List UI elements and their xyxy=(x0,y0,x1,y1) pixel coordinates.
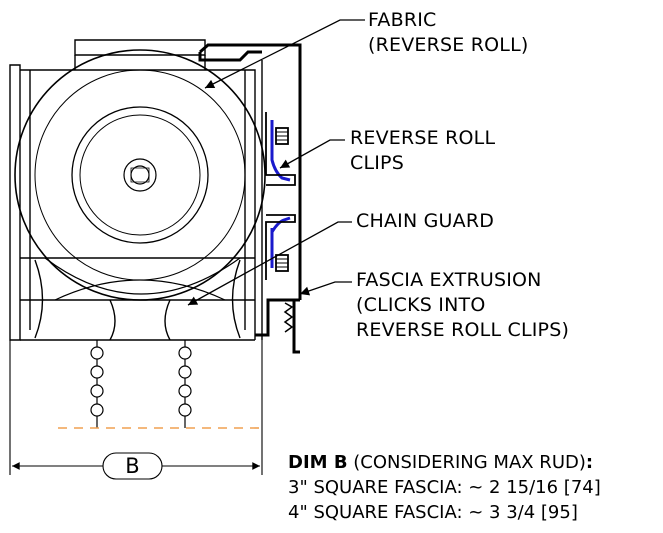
clips-callout-line-2: CLIPS xyxy=(350,152,404,174)
fascia-callout-line-1: FASCIA EXTRUSION xyxy=(356,269,542,291)
dim-b-heading-rest: (CONSIDERING MAX RUD) xyxy=(347,452,586,473)
dim-b-3in-fascia: 3" SQUARE FASCIA: ~ 2 15/16 [74] xyxy=(288,477,601,498)
fascia-extrusion xyxy=(255,298,300,354)
dim-b-heading-colon: : xyxy=(585,452,594,473)
clips-callout: REVERSE ROLL CLIPS xyxy=(350,126,495,176)
bead-chain-right xyxy=(178,340,192,428)
fascia-callout-line-3: REVERSE ROLL CLIPS) xyxy=(356,319,570,341)
dim-b-notes: DIM B (CONSIDERING MAX RUD): 3" SQUARE F… xyxy=(288,450,601,525)
chain-guard-callout: CHAIN GUARD xyxy=(356,209,494,234)
dimension-b xyxy=(9,340,263,480)
fabric-callout-line-1: FABRIC xyxy=(368,9,437,31)
headrail-extrusion xyxy=(198,43,302,300)
fascia-callout-line-2: (CLICKS INTO xyxy=(356,294,486,316)
fabric-roll xyxy=(14,49,266,301)
bead-chain-left xyxy=(90,340,104,428)
fascia-callout: FASCIA EXTRUSION (CLICKS INTO REVERSE RO… xyxy=(356,268,569,343)
clips-callout-line-1: REVERSE ROLL xyxy=(350,127,496,149)
end-bracket xyxy=(9,39,263,341)
fabric-callout: FABRIC (REVERSE ROLL) xyxy=(368,8,528,58)
dim-b-4in-fascia: 4" SQUARE FASCIA: ~ 3 3/4 [95] xyxy=(288,502,578,523)
dimension-b-label: B xyxy=(125,454,140,478)
chain-guard xyxy=(44,257,241,301)
chain-guard-callout-line-1: CHAIN GUARD xyxy=(356,210,495,232)
reverse-roll-clips xyxy=(270,120,291,268)
clip-mounts xyxy=(265,112,296,280)
dim-b-heading: DIM B (CONSIDERING MAX RUD): xyxy=(288,450,601,475)
leader-lines xyxy=(187,19,365,306)
fabric-callout-line-2: (REVERSE ROLL) xyxy=(368,34,529,56)
dim-b-heading-bold: DIM B xyxy=(288,452,348,473)
